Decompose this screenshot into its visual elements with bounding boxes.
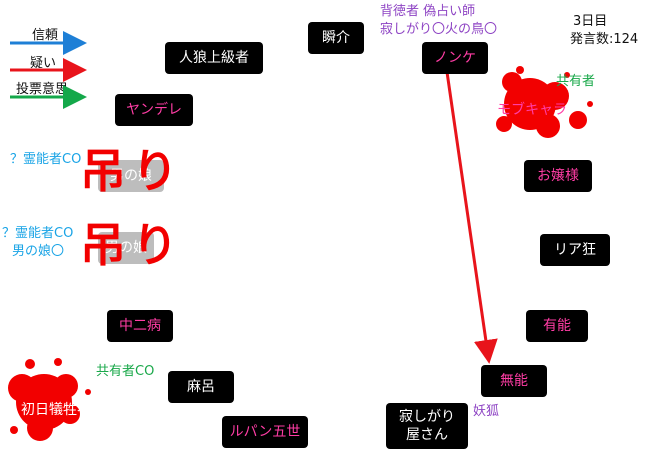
player-hanged-2[interactable]: 男の娘 bbox=[98, 232, 154, 264]
player-shunsuke[interactable]: 瞬介 bbox=[308, 22, 364, 54]
player-sabishigari[interactable]: 寂しがり 屋さん bbox=[386, 403, 468, 449]
player-mob[interactable]: モブキャラ bbox=[497, 102, 567, 118]
otoko-result-note: 男の娘〇 bbox=[12, 244, 65, 259]
medium-co-note-1: ？霊能者CO bbox=[10, 152, 82, 167]
player-munou[interactable]: 無能 bbox=[481, 365, 547, 397]
medium-co-note-2: ？霊能者CO bbox=[2, 226, 74, 241]
blood-splat-mob bbox=[496, 66, 593, 138]
statement-count: 発言数:124 bbox=[570, 32, 639, 47]
blood-splat-victim bbox=[8, 358, 91, 441]
legend-doubt-label: 疑い bbox=[30, 56, 57, 71]
player-victim[interactable]: 初日犠牲者 bbox=[21, 402, 91, 418]
player-yandere[interactable]: ヤンデレ bbox=[115, 94, 193, 126]
legend-trust-label: 信頼 bbox=[32, 28, 59, 43]
hang-stamp-1: 吊り bbox=[80, 144, 184, 198]
kyouyuu-co-note: 共有者CO bbox=[96, 364, 155, 379]
player-ojou[interactable]: お嬢様 bbox=[524, 160, 592, 192]
doubt-arrow-nonke-munou bbox=[445, 71, 498, 364]
player-mahoro[interactable]: 麻呂 bbox=[168, 371, 234, 403]
legend-vote-label: 投票意思 bbox=[16, 82, 69, 97]
youko-note: 妖狐 bbox=[473, 404, 500, 419]
hang-stamp-2: 吊り bbox=[80, 218, 184, 272]
mob-co-note: 共有者 bbox=[556, 74, 596, 89]
player-riajuu[interactable]: リア狂 bbox=[540, 234, 610, 266]
player-chuuni[interactable]: 中二病 bbox=[107, 310, 173, 342]
player-nonke[interactable]: ノンケ bbox=[422, 42, 488, 74]
player-lupin[interactable]: ルパン五世 bbox=[222, 416, 308, 448]
nonke-result-note: 寂しがり〇火の鳥〇 bbox=[380, 22, 498, 37]
player-hanged-1[interactable]: 男の娘 bbox=[98, 160, 164, 192]
player-yuunou[interactable]: 有能 bbox=[526, 310, 588, 342]
day-counter: 3日目 bbox=[573, 14, 608, 29]
player-jinro[interactable]: 人狼上級者 bbox=[165, 42, 263, 74]
nonke-role-note: 背徳者 偽占い師 bbox=[380, 4, 476, 19]
